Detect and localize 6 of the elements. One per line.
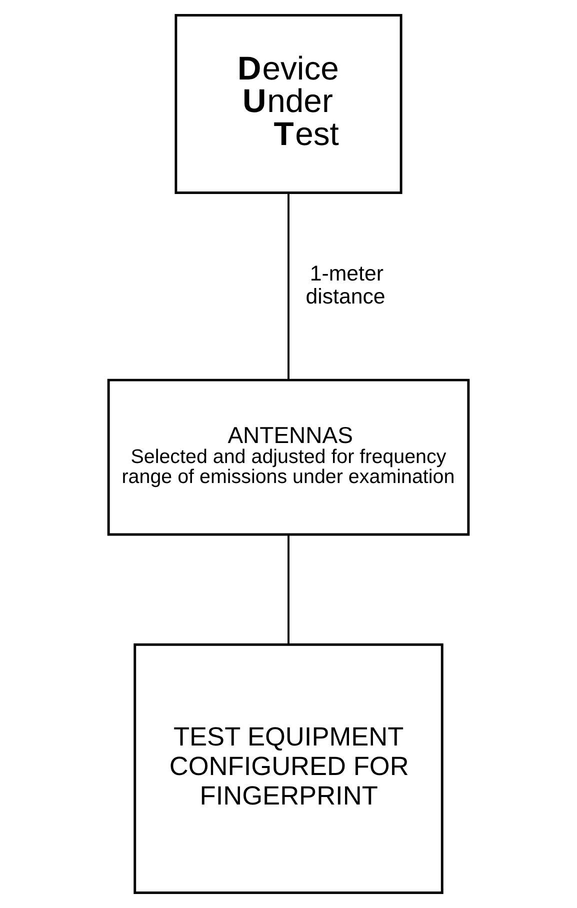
connector	[288, 535, 290, 644]
edge-label: 1-meter distance	[306, 261, 386, 308]
node-box: Device Under Test	[174, 14, 402, 194]
node-box: ANTENNAS Selected and adjusted for frequency range of emissions under examination	[107, 378, 470, 536]
node-box: TEST EQUIPMENT CONFIGURED FOR FINGERPRINT	[134, 643, 444, 894]
connector	[288, 193, 290, 380]
